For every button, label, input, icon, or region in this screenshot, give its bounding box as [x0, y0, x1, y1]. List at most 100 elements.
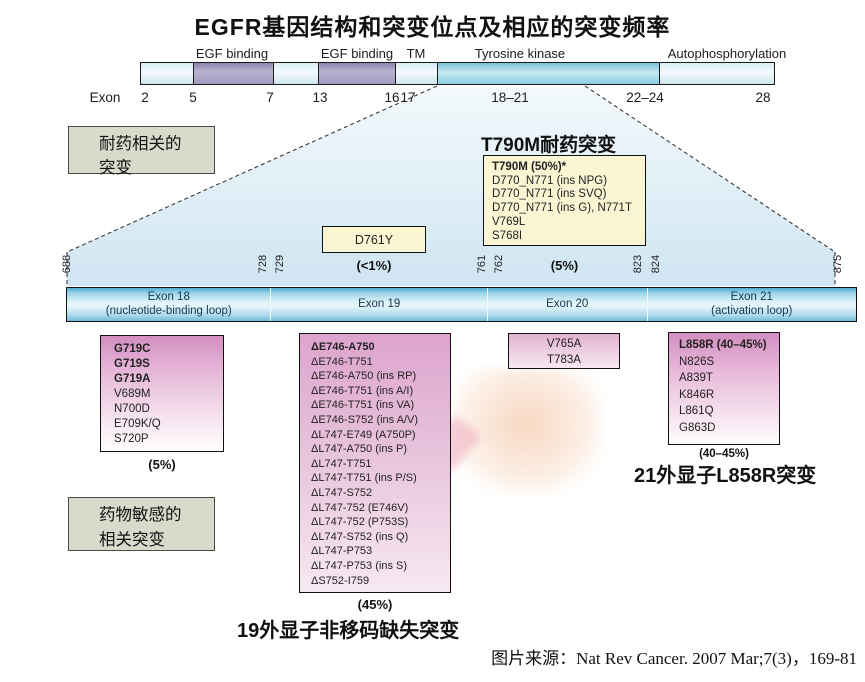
exon20-segment: Exon 20	[486, 288, 647, 321]
exon-tick-label: 28	[755, 90, 771, 105]
t790m-mutation: T790M (50%)*	[492, 161, 567, 173]
dashed-guide-lines	[66, 85, 836, 286]
t790m-mutation: V769L	[492, 215, 526, 228]
aa-coordinate-label: 824	[650, 254, 662, 274]
gene-segment-egf-binding-2	[318, 63, 396, 84]
domain-label: EGF binding	[195, 46, 269, 61]
exon19-mutation: ΔE746-T751 (ins VA)	[311, 399, 415, 412]
exon19-mutation: ΔL747-S752	[311, 486, 373, 499]
exon20-label: Exon 20	[546, 297, 589, 310]
aa-coordinate-label: 688	[61, 254, 73, 274]
exon-tick-label: 13	[312, 90, 328, 105]
domain-label-row: EGF binding EGF binding TM Tyrosine kinase A…	[0, 46, 865, 62]
exon21-frequency: (40–45%)	[699, 448, 749, 460]
zoom-wedge-fill	[67, 86, 835, 286]
exon21-mutation: K846R	[679, 388, 715, 401]
resistance-label-line1: 耐药相关的	[99, 135, 182, 153]
exon19-mutation: ΔE746-S752 (ins A/V)	[311, 413, 419, 426]
exon19-mutation: ΔL747-752 (P753S)	[311, 516, 409, 529]
source-citation: 图片来源：Nat Rev Cancer. 2007 Mar;7(3)，169-8…	[491, 649, 857, 668]
gene-segment-tm	[395, 63, 438, 84]
exon18-mutation: V689M	[114, 388, 151, 400]
exon20-mutation: V765A	[546, 338, 582, 350]
gene-segment-tyrosine-kinase	[437, 63, 660, 84]
exon19-mutation: ΔL747-P753	[311, 545, 373, 558]
t790m-mutation: D770_N771 (ins SVQ)	[492, 188, 607, 201]
aa-coordinate-label: 728	[257, 254, 269, 274]
t790m-mutation: D770_N771 (ins G), N771T	[492, 202, 632, 215]
gene-segment-nterm	[141, 63, 193, 84]
exon19-segment: Exon 19	[270, 288, 486, 321]
exon18-mutation-box: G719C G719S G719A V689M N700D E709K/Q S720P	[100, 335, 224, 452]
exon21-segment: Exon 21 (activation loop)	[646, 288, 856, 321]
resistance-label-line2: 突变	[99, 159, 132, 177]
sensitive-mutations-label-box: 药物敏感的 相关突变	[68, 497, 215, 551]
exon19-label: Exon 19	[358, 297, 401, 310]
exon19-frequency: (45%)	[357, 597, 393, 612]
gene-segment-autophosphorylation	[659, 63, 775, 84]
exon20-mutation-box: V765A T783A	[508, 333, 620, 369]
exon19-mutation: ΔL747-S752 (ins Q)	[311, 530, 409, 543]
gene-segment-linker	[272, 63, 319, 84]
exon19-mutation: ΔL747-T751	[311, 457, 372, 470]
exon21-label: Exon 21	[730, 291, 773, 303]
exon-tick-label: 17	[400, 90, 416, 105]
sensitive-label-line2: 相关突变	[99, 531, 165, 549]
exon18-frequency: (5%)	[148, 457, 176, 472]
exon18-mutation: G719C	[114, 343, 151, 355]
zoomed-exon-bar: Exon 18 (nucleotide-binding loop) Exon 1…	[66, 287, 857, 322]
watermark-smudge	[452, 368, 602, 493]
t790m-heading: T790M耐药突变	[481, 135, 617, 156]
domain-label: EGF binding	[320, 46, 394, 61]
exon20-mutation: T783A	[547, 353, 581, 366]
exon19-mutation: ΔE746-A750 (ins RP)	[311, 370, 417, 383]
aa-coordinate-label: 729	[274, 254, 286, 274]
domain-label: Autophosphorylation	[667, 46, 787, 61]
diagram-title: EGFR基因结构和突变位点及相应的突变频率	[194, 14, 671, 40]
exon-tick-label: Exon	[89, 90, 121, 105]
exon18-mutation: N700D	[114, 403, 150, 415]
domain-label: TM	[406, 46, 426, 61]
t790m-mutation: D770_N771 (ins NPG)	[492, 174, 608, 187]
exon18-label: Exon 18	[147, 291, 190, 303]
exon-tick-label: 18–21	[491, 90, 529, 105]
sensitive-label-line1: 药物敏感的	[99, 506, 182, 524]
exon-tick-label: 5	[189, 90, 197, 105]
exon18-mutation: E709K/Q	[114, 418, 161, 430]
exon19-mutation: ΔE746-T751 (ins A/I)	[311, 384, 414, 397]
resistance-mutations-label-box: 耐药相关的 突变	[68, 126, 215, 177]
exon19-mutation: ΔE746-T751	[311, 355, 373, 368]
d761y-label: D761Y	[354, 232, 394, 247]
t790m-frequency: (5%)	[550, 258, 579, 273]
domain-label: Tyrosine kinase	[474, 46, 566, 61]
gene-structure-bar	[140, 62, 775, 85]
exon18-segment: Exon 18 (nucleotide-binding loop)	[67, 288, 270, 321]
exon19-mutation: ΔL747-A750 (ins P)	[311, 443, 408, 456]
exon-tick-label: 16	[384, 90, 400, 105]
d761y-frequency: (<1%)	[356, 258, 392, 273]
aa-coordinate-label: 875	[832, 254, 844, 274]
exon-tick-label: 7	[266, 90, 274, 105]
d761y-box: D761Y	[322, 226, 426, 253]
exon18-mutation: S720P	[114, 433, 149, 445]
exon21-caption: 21外显子L858R突变	[634, 465, 817, 487]
exon-tick-label: 22–24	[626, 90, 664, 105]
exon19-mutation: ΔE746-A750	[311, 341, 375, 353]
exon19-mutation: ΔL747-752 (E746V)	[311, 501, 409, 514]
t790m-mutation-box: T790M (50%)*D770_N771 (ins NPG)D770_N771…	[483, 155, 646, 246]
exon18-sublabel: (nucleotide-binding loop)	[105, 304, 232, 317]
gene-segment-egf-binding-1	[192, 63, 273, 84]
exon21-mutation: L858R (40–45%)	[679, 339, 767, 351]
exon21-mutation: G863D	[679, 421, 716, 434]
exon21-mutation: A839T	[679, 372, 713, 385]
exon19-mutation: ΔL747-T751 (ins P/S)	[311, 472, 417, 485]
exon18-mutation: G719S	[114, 358, 150, 370]
exon21-sublabel: (activation loop)	[711, 304, 793, 317]
exon18-mutation: G719A	[114, 373, 151, 385]
t790m-mutation: S768I	[492, 229, 523, 242]
exon19-mutation: ΔL747-P753 (ins S)	[311, 559, 408, 572]
